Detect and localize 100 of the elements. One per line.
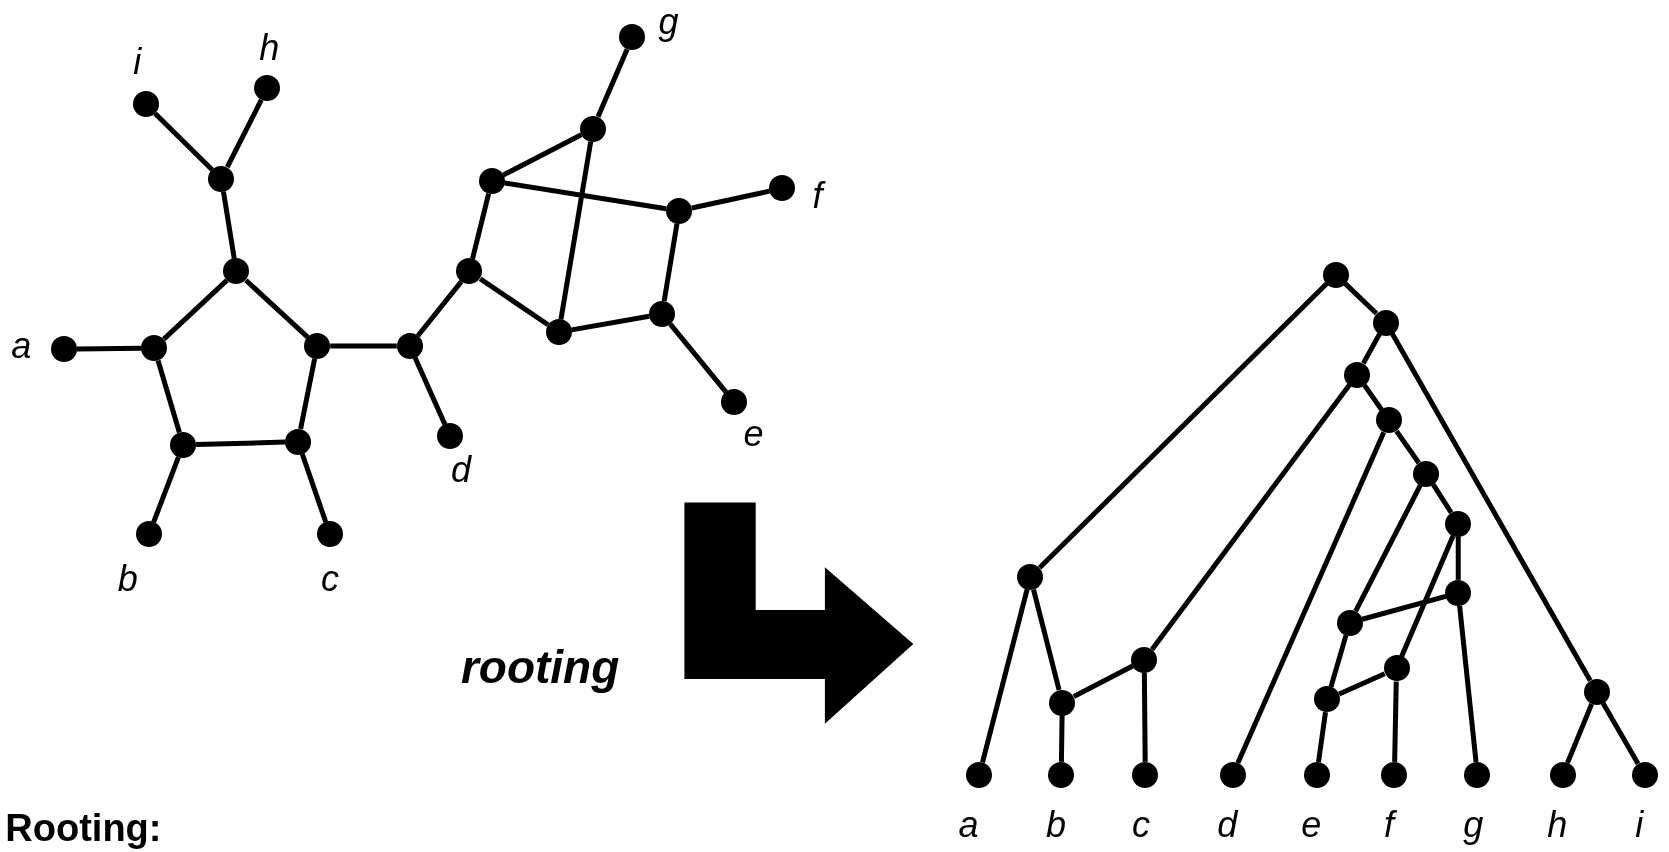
- network-node-dot: [396, 332, 423, 359]
- network-node-dot: [721, 389, 748, 416]
- network-edge: [151, 456, 181, 524]
- leaf-label: g: [1463, 806, 1484, 843]
- network-edge: [415, 280, 464, 338]
- network-edge: [470, 192, 492, 260]
- network-edge: [153, 111, 214, 172]
- network-edge: [244, 278, 310, 339]
- network-edge: [1338, 671, 1386, 697]
- network-edge: [1392, 681, 1399, 762]
- network-edge: [691, 188, 771, 211]
- network-edge: [502, 132, 583, 178]
- network-node-dot: [1303, 761, 1330, 788]
- network-node-dot: [1314, 686, 1341, 713]
- network-edge: [196, 439, 286, 448]
- network-node-dot: [208, 165, 235, 192]
- leaf-label: h: [1547, 806, 1568, 843]
- network-node-dot: [1017, 563, 1044, 590]
- network-node-dot: [579, 115, 606, 142]
- leaf-label: e: [1301, 806, 1322, 843]
- network-node-dot: [1464, 761, 1491, 788]
- network-node-dot: [545, 319, 572, 346]
- network-node-dot: [437, 423, 464, 450]
- network-edge: [571, 313, 650, 333]
- network-node-dot: [1336, 609, 1363, 636]
- network-node-dot: [1583, 678, 1610, 705]
- network-node-dot: [1376, 407, 1403, 434]
- network-node-dot: [619, 24, 646, 51]
- network-node-dot: [1445, 579, 1472, 606]
- network-edge: [412, 356, 448, 426]
- network-edge: [1316, 711, 1328, 763]
- network-edge: [1361, 332, 1382, 365]
- network-edge: [1362, 383, 1384, 412]
- section-heading: Rooting:: [5, 808, 162, 847]
- leaf-label: a: [958, 806, 979, 843]
- network-edge: [1455, 536, 1461, 580]
- leaf-label: g: [658, 4, 679, 41]
- network-node-dot: [132, 91, 159, 118]
- network-edge: [1600, 701, 1641, 765]
- network-node-dot: [1631, 761, 1658, 788]
- network-edge: [162, 278, 229, 341]
- network-node-dot: [966, 761, 993, 788]
- network-edge: [661, 223, 680, 302]
- leaf-label: a: [11, 327, 32, 364]
- network-edge: [1328, 634, 1349, 688]
- network-node-dot: [254, 75, 281, 102]
- network-edge: [1037, 282, 1329, 570]
- leaf-label: i: [133, 43, 142, 80]
- network-edge: [298, 358, 318, 430]
- network-node-dot: [1372, 309, 1399, 336]
- network-node-dot: [316, 521, 343, 548]
- network-edge: [668, 322, 729, 394]
- network-edge: [1399, 534, 1456, 658]
- network-node-dot: [1344, 361, 1371, 388]
- leaf-label: f: [1384, 806, 1395, 843]
- network-edge: [1353, 484, 1423, 613]
- leaf-label: e: [743, 416, 764, 453]
- network-edge: [1235, 431, 1387, 764]
- network-node-dot: [649, 301, 676, 327]
- network-edge: [1390, 332, 1593, 682]
- network-edge: [1031, 588, 1062, 691]
- network-edge: [1394, 429, 1421, 465]
- leaf-label: d: [1217, 806, 1238, 843]
- network-node-dot: [1549, 761, 1576, 788]
- network-node-dot: [285, 428, 312, 455]
- network-node-dot: [170, 431, 197, 458]
- network-node-dot: [456, 258, 483, 285]
- network-node-dot: [304, 332, 331, 359]
- network-node-dot: [1322, 261, 1349, 288]
- network-node-dot: [136, 521, 162, 548]
- leaf-label: i: [1635, 806, 1644, 843]
- network-node-dot: [223, 258, 250, 285]
- network-edge: [1141, 672, 1148, 762]
- network-node-dot: [478, 167, 505, 194]
- leaf-label: c: [1132, 806, 1151, 843]
- network-edge: [1343, 281, 1379, 316]
- network-node-dot: [1383, 655, 1410, 682]
- network-edge: [1457, 605, 1479, 763]
- network-edge: [1072, 663, 1134, 699]
- leaf-label: b: [1045, 806, 1066, 843]
- network-edge: [299, 453, 329, 523]
- network-edge: [221, 191, 237, 259]
- leaf-label: c: [320, 561, 339, 598]
- network-edge: [225, 98, 264, 169]
- network-edge: [330, 343, 397, 349]
- network-edge: [1361, 593, 1447, 622]
- network-node-dot: [1131, 646, 1158, 673]
- network-node-dot: [141, 335, 168, 362]
- network-edge: [1150, 383, 1352, 651]
- network-edge: [478, 276, 550, 327]
- network-edge: [504, 180, 667, 212]
- leaf-label: h: [259, 29, 280, 66]
- network-node-dot: [1381, 761, 1408, 788]
- leaf-label: d: [450, 452, 471, 489]
- network-node-dot: [1132, 761, 1159, 788]
- network-node-dot: [769, 175, 796, 202]
- network-edge: [76, 345, 142, 352]
- network-edge: [980, 588, 1030, 763]
- network-edge: [1058, 715, 1065, 762]
- network-edge: [1565, 702, 1594, 764]
